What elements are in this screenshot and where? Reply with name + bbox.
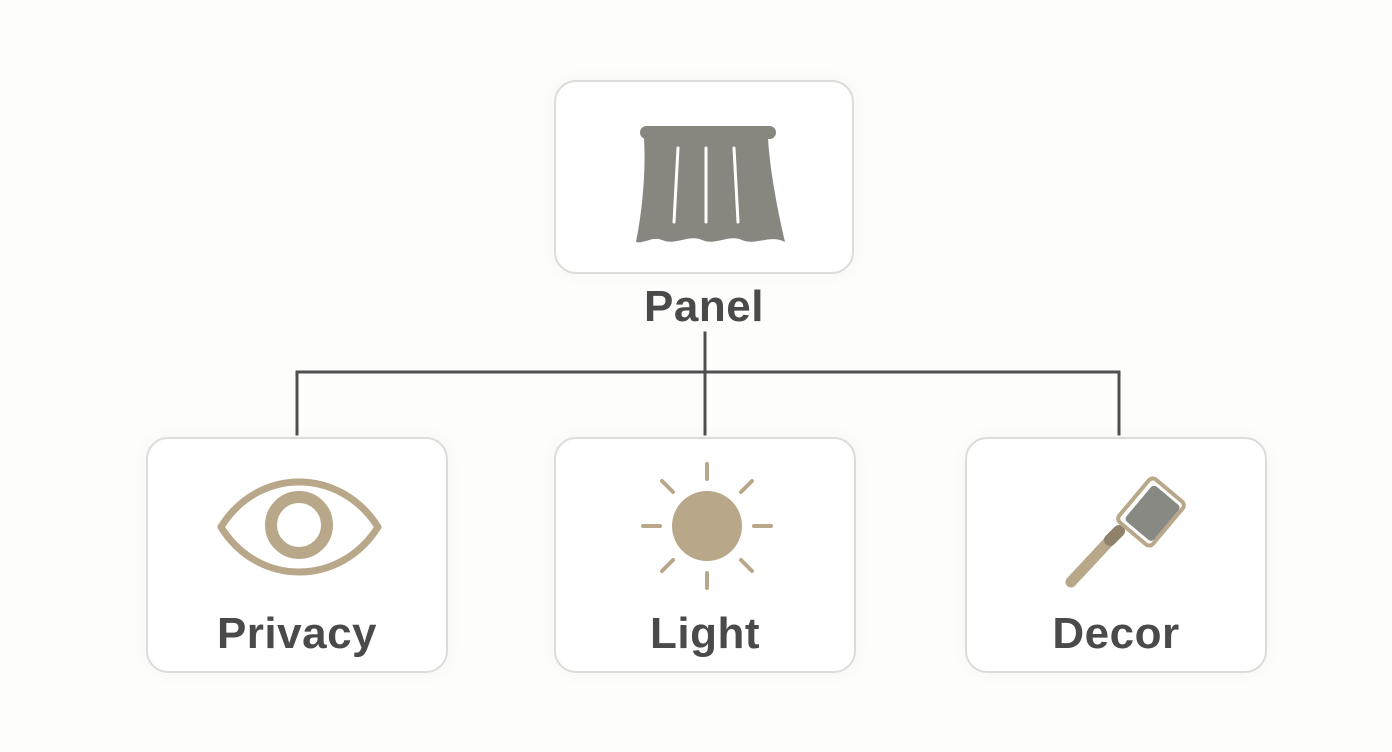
child-node-decor: Decor <box>965 437 1267 673</box>
child-node-privacy: Privacy <box>146 437 448 673</box>
root-label: Panel <box>644 282 764 331</box>
child-label-decor: Decor <box>1052 609 1180 658</box>
eye-icon <box>217 478 382 576</box>
child-node-light: Light <box>554 437 856 673</box>
curtain-icon <box>636 126 785 243</box>
hammer-icon <box>1065 476 1186 588</box>
sun-icon <box>641 462 773 590</box>
child-label-light: Light <box>649 609 760 658</box>
child-label-privacy: Privacy <box>216 609 378 658</box>
root-node-panel <box>554 80 854 274</box>
